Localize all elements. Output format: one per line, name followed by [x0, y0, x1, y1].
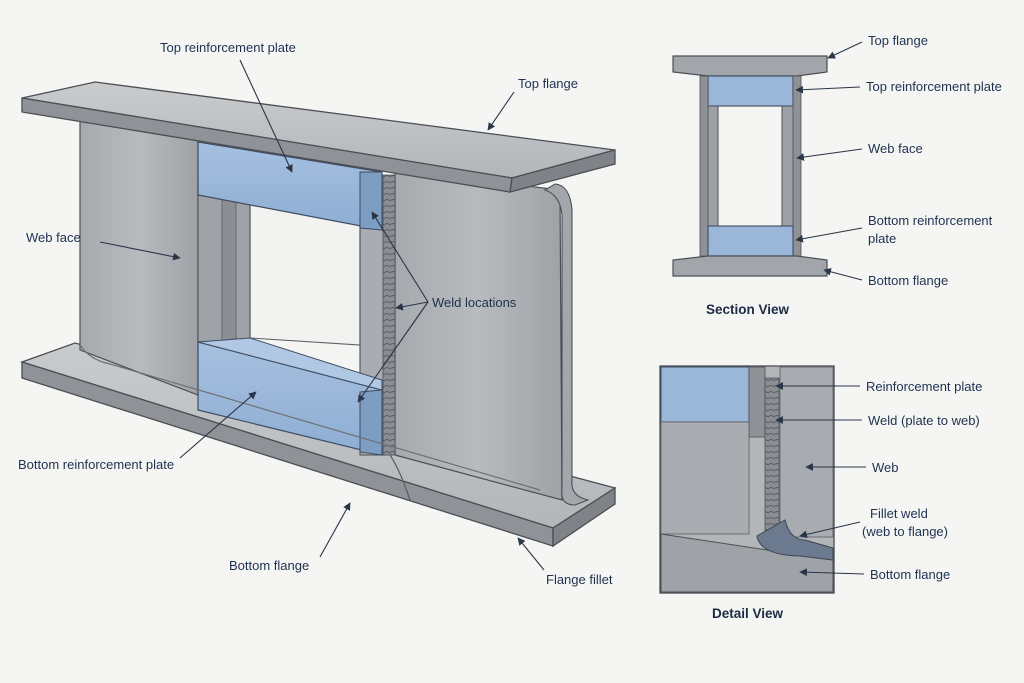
label-top-flange: Top flange: [518, 76, 578, 91]
label-web-face: Web face: [26, 230, 81, 245]
detail-label-weld-plate-to-web: Weld (plate to web): [868, 413, 980, 428]
section-view: Top flange Top reinforcement plate Web f…: [672, 33, 1002, 317]
detail-plate-shadow: [748, 366, 766, 438]
web-end-profile: [543, 183, 590, 506]
detail-fillet-weld: [756, 519, 834, 561]
label-flange-fillet: Flange fillet: [546, 572, 613, 587]
section-web-outer-right: [792, 75, 802, 257]
section-label-bottom-reinforcement-line1: Bottom reinforcement: [868, 213, 993, 228]
section-label-bottom-reinforcement-line2: plate: [868, 231, 896, 246]
top-flange-end: [509, 149, 616, 193]
main-beam-illustration: [19, 81, 617, 548]
detail-weld-plate-to-web: [764, 377, 780, 539]
section-label-bottom-flange: Bottom flange: [868, 273, 948, 288]
label-top-reinforcement-plate: Top reinforcement plate: [160, 40, 296, 55]
detail-label-fillet-weld-line1: Fillet weld: [870, 506, 928, 521]
section-bottom-flange: [672, 255, 828, 277]
label-weld-locations: Weld locations: [432, 295, 517, 310]
label-bottom-flange: Bottom flange: [229, 558, 309, 573]
vertical-weld-bead: [382, 174, 396, 456]
section-view-title: Section View: [706, 302, 790, 317]
detail-label-reinforcement-plate: Reinforcement plate: [866, 379, 982, 394]
detail-label-web: Web: [872, 460, 899, 475]
bottom-reinforcement-plate-top: [197, 337, 383, 391]
section-label-top-flange: Top flange: [868, 33, 928, 48]
detail-web: [779, 366, 834, 538]
web-face-right: [394, 169, 563, 501]
detail-view-title: Detail View: [712, 606, 784, 621]
main-view-labels: Top reinforcement plate Top flange Web f…: [18, 40, 613, 587]
bottom-flange-end: [552, 486, 616, 548]
detail-view: Reinforcement plate Weld (plate to web) …: [659, 365, 982, 621]
top-reinforcement-plate-end: [359, 171, 383, 231]
bottom-reinforcement-plate-end: [359, 389, 383, 456]
section-label-web-face: Web face: [868, 141, 923, 156]
section-label-top-reinforcement-plate: Top reinforcement plate: [866, 79, 1002, 94]
detail-reinforcement-plate: [660, 366, 750, 423]
detail-lower-face: [660, 421, 750, 535]
detail-label-fillet-weld-line2: (web to flange): [862, 524, 948, 539]
weld-tail: [389, 454, 411, 501]
opening-left-jamb-inner: [221, 195, 237, 343]
detail-label-bottom-flange: Bottom flange: [870, 567, 950, 582]
section-web-outer-left: [699, 75, 709, 257]
web-face-left: [79, 117, 199, 396]
section-bottom-reinforcement-plate: [707, 225, 794, 257]
label-bottom-reinforcement-plate: Bottom reinforcement plate: [18, 457, 174, 472]
section-top-reinforcement-plate: [707, 75, 794, 107]
section-top-flange: [672, 55, 828, 77]
flange-fillet-curve: [79, 344, 541, 491]
section-web-right: [781, 105, 795, 227]
